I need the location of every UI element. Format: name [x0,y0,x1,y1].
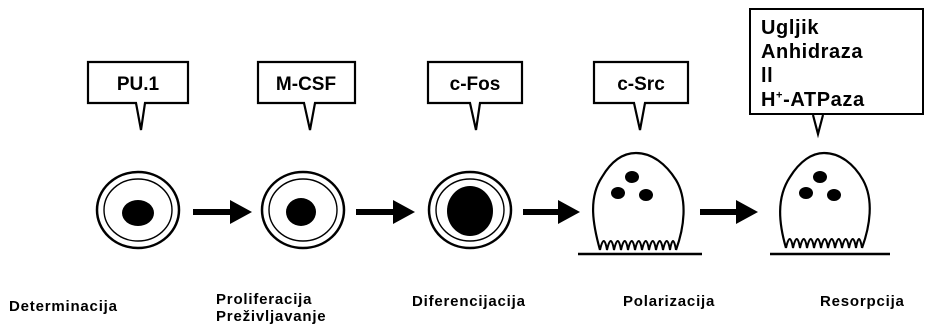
arrow-3 [523,200,580,224]
callout-csrc-bubble [594,62,688,130]
callout-cfos-label: c-Fos [450,74,501,95]
enzyme-line-2: Anhidraza [761,40,922,64]
callout-cfos-bubble [428,62,522,130]
cell-differentiation [429,172,511,248]
callout-mcsf-label: M-CSF [276,74,336,95]
arrow-1 [193,200,252,224]
callout-enzymes-box: Ugljik Anhidraza ll H+-ATPaza [749,8,924,115]
callout-csrc-label: c-Src [617,74,665,95]
stage-label-proliferation: Proliferacija Preživljavanje [216,291,326,325]
callout-enzymes-pointer [813,115,823,134]
callout-pu1-label: PU.1 [117,74,160,95]
enzyme-line-1: Ugljik [761,16,922,40]
arrow-2 [356,200,415,224]
stage-label-resorption: Resorpcija [820,293,905,310]
stage-label-survival-line2: Preživljavanje [216,308,326,325]
cell-proliferation [262,172,344,248]
enzyme-h: H [761,89,776,111]
arrow-4 [700,200,758,224]
enzyme-line-4: H+-ATPaza [761,88,922,112]
cell-polarized [578,153,702,254]
stage-label-determination: Determinacija [9,298,118,315]
stage-label-polarization: Polarizacija [623,293,715,310]
callout-pu1-bubble [88,62,188,130]
enzyme-line-3: ll [761,64,922,88]
callout-mcsf-bubble [258,62,355,130]
cell-resorbing [770,153,890,254]
cell-determination [97,172,179,248]
stage-label-differentiation: Diferencijacija [412,293,526,310]
enzyme-atpase: -ATPaza [783,89,865,111]
stage-label-proliferation-line1: Proliferacija [216,291,326,308]
